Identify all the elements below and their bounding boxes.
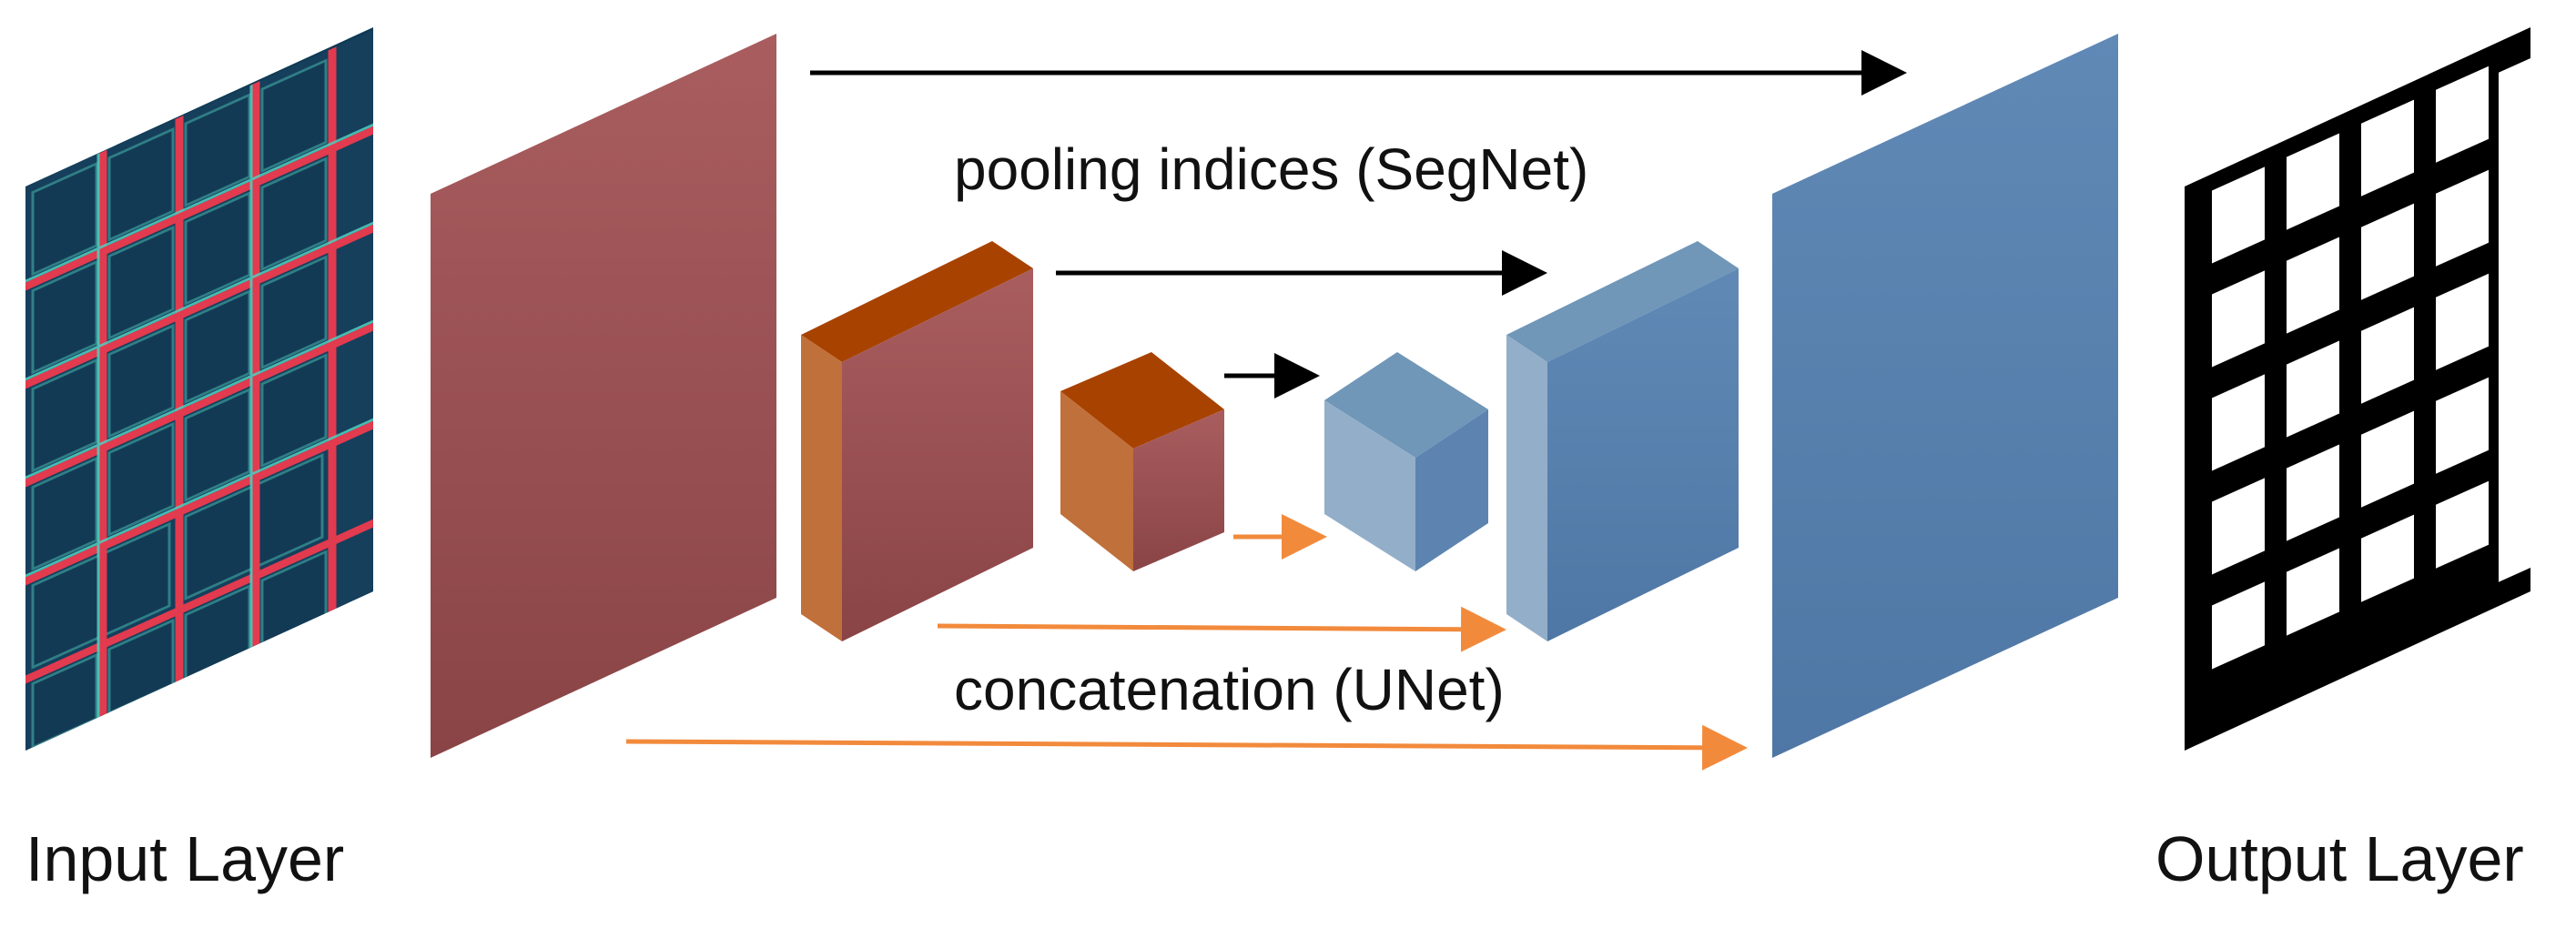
- encoder-layer-2: [801, 241, 1033, 641]
- concat-arrows: [625, 514, 1748, 771]
- concat-arrow-2: [937, 606, 1506, 652]
- pooling-label: pooling indices (SegNet): [954, 136, 1588, 202]
- concat-arrow-1: [625, 724, 1748, 771]
- pooling-arrows: [810, 50, 1907, 398]
- output-layer-label: Output Layer: [2155, 823, 2524, 894]
- concat-label: concatenation (UNet): [954, 657, 1505, 722]
- decoder-layer-2: [1506, 241, 1739, 641]
- encoder-layer-3: [1060, 352, 1224, 571]
- decoder-layer-3: [1324, 352, 1488, 571]
- segmentation-mask-icon: [2185, 27, 2530, 751]
- encoder-layer-1: [431, 34, 776, 758]
- decoder-layer-1: [1772, 34, 2118, 758]
- input-image-icon: [25, 27, 373, 751]
- input-layer-label: Input Layer: [25, 823, 344, 894]
